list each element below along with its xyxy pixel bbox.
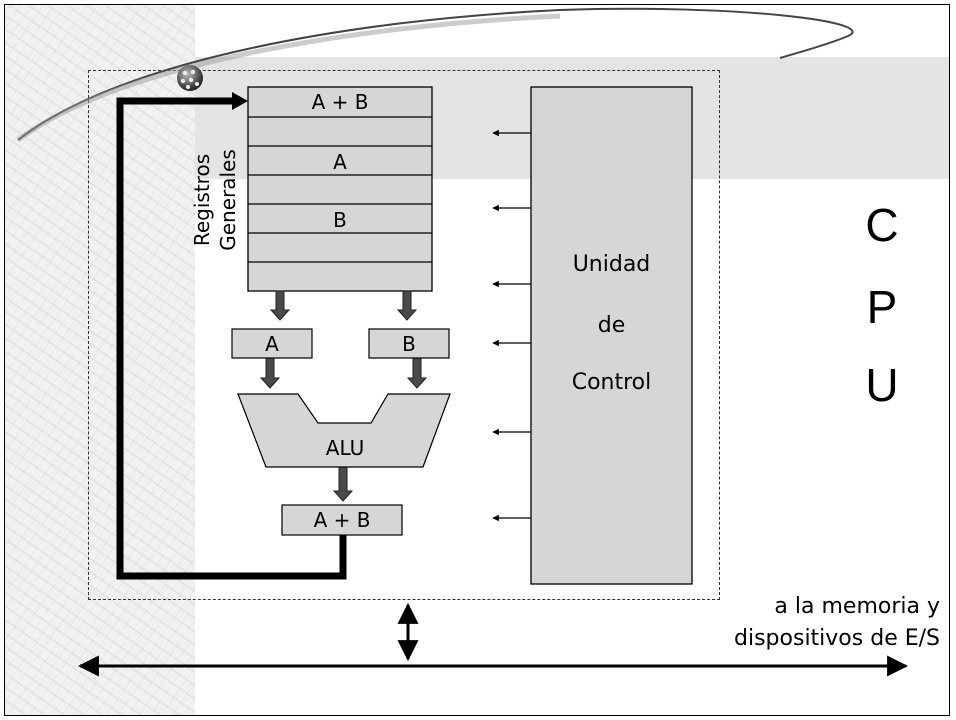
latch-b-box xyxy=(368,328,450,359)
result-label: A + B xyxy=(313,508,371,532)
control-unit-box xyxy=(530,86,693,585)
control-unit-label-1: Unidad xyxy=(572,252,651,277)
system-bus xyxy=(77,602,909,677)
datapath-arrows xyxy=(259,290,428,502)
registers-label: Registros Generales xyxy=(189,125,243,275)
orbit-ball xyxy=(177,65,203,91)
latch-a-label: A xyxy=(265,332,279,356)
cpu-letter-c: C xyxy=(865,199,899,251)
registers-label-line1: Registros xyxy=(190,153,214,247)
cpu-letter-u: U xyxy=(865,359,899,411)
registers-label-line2: Generales xyxy=(216,149,240,251)
bus-label-line1: a la memoria y xyxy=(774,594,940,619)
control-unit-label-2: de xyxy=(597,313,626,338)
orbit-swoosh xyxy=(17,7,854,141)
register-slot-3: A xyxy=(333,150,347,174)
alu-shape xyxy=(237,393,451,468)
latch-a-box xyxy=(231,328,313,359)
alu-label: ALU xyxy=(325,436,365,460)
control-unit-label-3: Control xyxy=(571,370,652,395)
cpu-letter-p: P xyxy=(866,281,898,333)
control-signal-arrows xyxy=(492,129,531,522)
decorative-texture xyxy=(5,5,195,715)
cpu-boundary xyxy=(88,70,720,600)
latch-b-label: B xyxy=(402,332,416,356)
bus-label-line2: dispositivos de E/S xyxy=(734,626,940,651)
register-slot-5: B xyxy=(333,208,347,232)
feedback-bus xyxy=(116,97,347,580)
register-slot-1: A + B xyxy=(311,90,369,114)
register-file xyxy=(247,86,433,292)
